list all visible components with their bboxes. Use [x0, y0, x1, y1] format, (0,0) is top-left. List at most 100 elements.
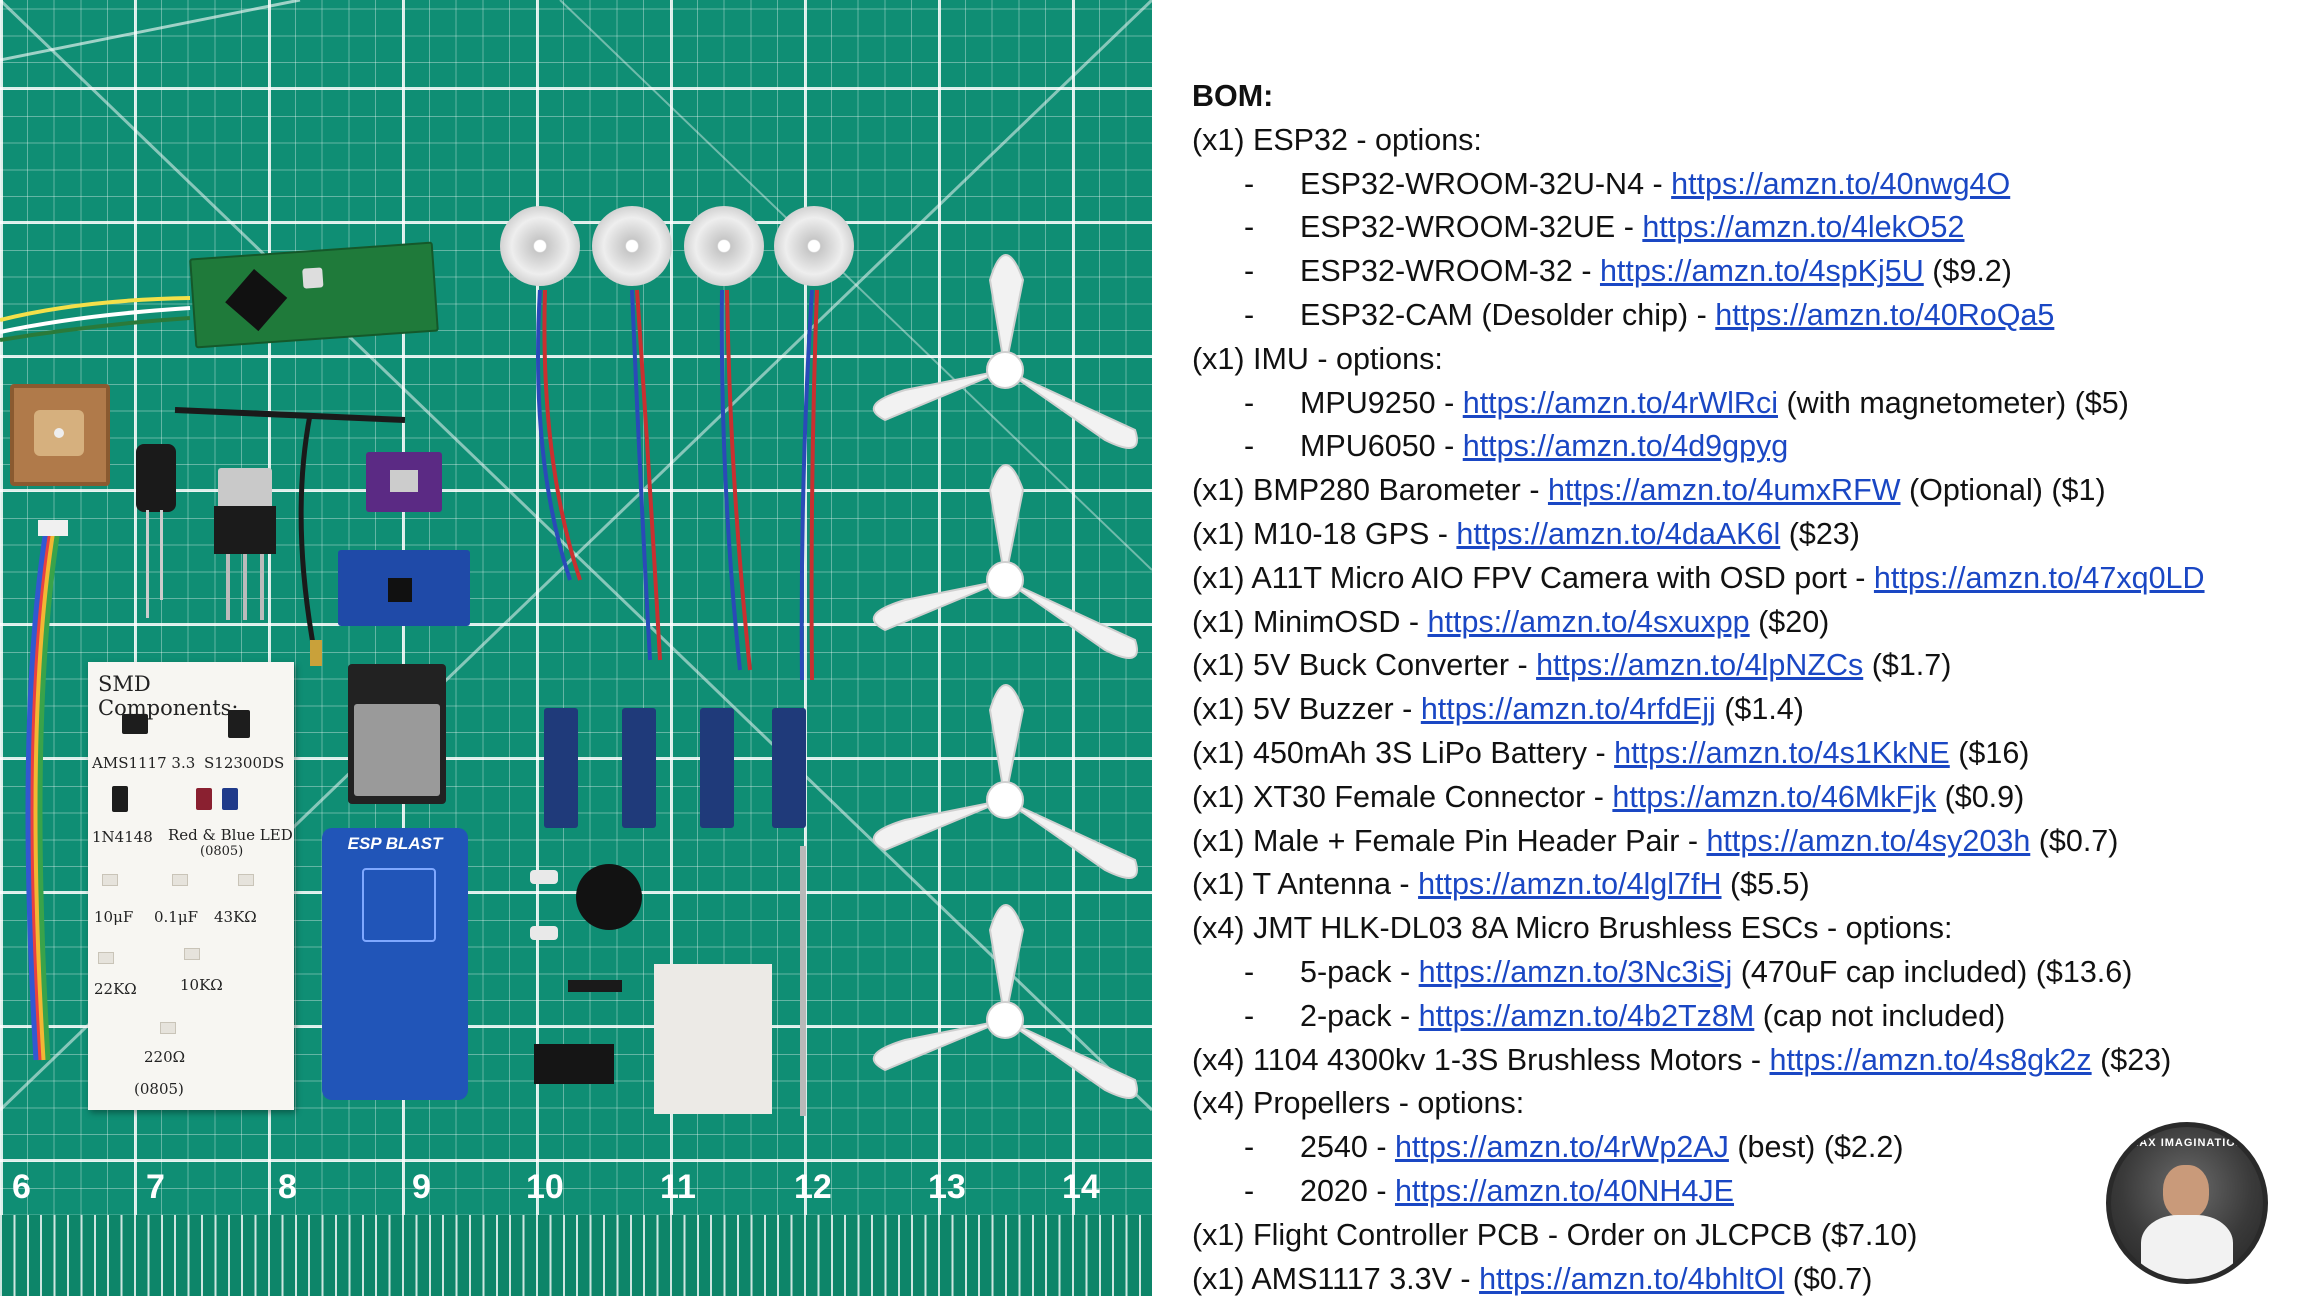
esc-board [772, 708, 806, 828]
bom-item-text: (x1) Male + Female Pin Header Pair - [1192, 824, 1707, 858]
minimosd-board [189, 241, 439, 349]
bom-item-link[interactable]: https://amzn.to/4b2Tz8M [1418, 999, 1755, 1033]
capacitor-lead [160, 510, 163, 600]
bom-item-link[interactable]: https://amzn.to/40RoQa5 [1715, 298, 2055, 332]
diode-chip [228, 710, 250, 738]
bom-item: (x1) IMU - options: [1192, 341, 1443, 377]
parts-photo: ESP BLAST [0, 0, 1152, 1296]
regulator-lead [243, 554, 247, 620]
capacitor-chip [172, 874, 188, 886]
regulator-lead [226, 554, 230, 620]
bom-item-text: ESP32-WROOM-32U-N4 - [1300, 167, 1672, 201]
bom-item: (x1) ESP32 - options: [1192, 122, 1482, 158]
foam-pad [654, 964, 772, 1114]
bom-item-link[interactable]: https://amzn.to/4lekO52 [1642, 210, 1965, 244]
bom-item: (x1) 450mAh 3S LiPo Battery - https://am… [1192, 735, 2029, 771]
bom-item: (x1) Male + Female Pin Header Pair - htt… [1192, 823, 2118, 859]
bom-title: BOM: [1192, 79, 1274, 113]
rainbow-cable [25, 520, 68, 1061]
bom-item-link[interactable]: https://amzn.to/3Nc3iSj [1418, 955, 1733, 989]
bom-item: (x1) 5V Buck Converter - https://amzn.to… [1192, 647, 1951, 683]
bom-item-text: (x1) AMS1117 3.3V - [1192, 1262, 1480, 1296]
bom-item-text: (x1) T Antenna - [1192, 867, 1419, 901]
smd-label: (0805) [134, 1080, 184, 1098]
bom-item-link[interactable]: https://amzn.to/4rWlRci [1462, 386, 1778, 420]
bullet-dash: - [1244, 429, 1255, 463]
bom-item-link[interactable]: https://amzn.to/4sy203h [1706, 824, 2031, 858]
bom-item-price: ($0.9) [1936, 780, 2025, 814]
bom-item-link[interactable]: https://amzn.to/40nwg4O [1671, 167, 2011, 201]
esc-board [622, 708, 656, 828]
smd-card-title: SMD Components: [98, 672, 239, 720]
bom-item-text: (x4) Propellers - options: [1192, 1086, 1525, 1120]
bom-item-link[interactable]: https://amzn.to/4lgl7fH [1418, 867, 1722, 901]
bom-item-text: ESP32-CAM (Desolder chip) - [1300, 298, 1716, 332]
bom-sub-item: -ESP32-WROOM-32 - https://amzn.to/4spKj5… [1244, 253, 2012, 289]
bom-item-price: (with magnetometer) ($5) [1777, 386, 2129, 420]
bom-sub-item: - MPU6050 - https://amzn.to/4d9gpyg [1244, 428, 1788, 464]
bom-item: (x1) T Antenna - https://amzn.to/4lgl7fH… [1192, 866, 1810, 902]
bom-sub-item: -2020 - https://amzn.to/40NH4JE [1244, 1173, 1734, 1209]
esp-blast-label: ESP BLAST [347, 834, 443, 853]
bom-item-text: MPU6050 - [1300, 429, 1463, 463]
bom-item: (x4) Propellers - options: [1192, 1085, 1524, 1121]
bom-item-link[interactable]: https://amzn.to/47xq0LD [1873, 561, 2205, 595]
bom-item-text: (x1) Flight Controller PCB - Order on JL… [1192, 1218, 1918, 1252]
ruler-number: 6 [12, 1168, 31, 1206]
bom-item-text: (x1) M10-18 GPS - [1192, 517, 1457, 551]
bom-item-link[interactable]: https://amzn.to/4lpNZCs [1536, 648, 1864, 682]
bom-item-link[interactable]: https://amzn.to/4rfdEjj [1420, 692, 1716, 726]
ruler-number: 13 [928, 1168, 966, 1206]
bom-item-link[interactable]: https://amzn.to/4sxuxpp [1427, 605, 1750, 639]
bom-item-link[interactable]: https://amzn.to/4s1KkNE [1614, 736, 1950, 770]
bom-sub-item: -MPU9250 - https://amzn.to/4rWlRci (with… [1244, 385, 2129, 421]
ruler-number: 11 [660, 1168, 696, 1206]
bom-item-text: ESP32-WROOM-32UE - [1300, 210, 1643, 244]
bom-item-text: (x4) JMT HLK-DL03 8A Micro Brushless ESC… [1192, 911, 1953, 945]
smd-label: 1N4148 [92, 828, 153, 846]
gps-module [10, 384, 110, 486]
electrolytic-capacitor [136, 444, 176, 512]
esp32-module [348, 664, 446, 804]
bom-item-link[interactable]: https://amzn.to/4daAK6l [1456, 517, 1781, 551]
bullet-dash: - [1244, 999, 1255, 1033]
bom-item-link[interactable]: https://amzn.to/4s8gk2z [1769, 1043, 2092, 1077]
bom-item-link[interactable]: https://amzn.to/40NH4JE [1394, 1174, 1735, 1208]
t-antenna [174, 407, 406, 666]
ruler-number: 14 [1062, 1168, 1100, 1206]
bom-item-text: (x1) 5V Buzzer - [1192, 692, 1421, 726]
bom-item-link[interactable]: https://amzn.to/4umxRFW [1547, 473, 1901, 507]
bom-item-text: 2-pack - [1300, 999, 1419, 1033]
smd-components-card: SMD Components: AMS1117 3.3 S12300DS 1N4… [88, 662, 294, 1110]
bom-item-link[interactable]: https://amzn.to/4spKj5U [1599, 254, 1924, 288]
bom-item: (x1) MinimOSD - https://amzn.to/4sxuxpp … [1192, 604, 1829, 640]
bullet-dash: - [1244, 298, 1255, 332]
bom-item-text: (x1) 5V Buck Converter - [1192, 648, 1537, 682]
bom-item-text: (x1) A11T Micro AIO FPV Camera with OSD … [1192, 561, 1874, 595]
resistor-chip [184, 948, 200, 960]
esp-blast-board: ESP BLAST [322, 828, 468, 1100]
bom-sub-item: -2-pack - https://amzn.to/4b2Tz8M (cap n… [1244, 998, 2005, 1034]
bom-item-link[interactable]: https://amzn.to/4d9gpyg [1462, 429, 1789, 463]
bom-item-text: (x1) 450mAh 3S LiPo Battery - [1192, 736, 1615, 770]
smd-label: AMS1117 3.3 [92, 754, 196, 772]
bom-item-link[interactable]: https://amzn.to/4bhltOl [1479, 1262, 1785, 1296]
resistor-chip [160, 1022, 176, 1034]
ruler-number: 7 [146, 1168, 165, 1206]
smd-label: 0.1μF [154, 908, 199, 926]
smd-label: 43KΩ [214, 908, 257, 926]
motor-wires [536, 289, 819, 680]
bom-item-link[interactable]: https://amzn.to/4rWp2AJ [1394, 1130, 1729, 1164]
bom-item-price: ($23) [2091, 1043, 2172, 1077]
bom-item-price: ($20) [1749, 605, 1830, 639]
bom-sub-item: -2540 - https://amzn.to/4rWp2AJ (best) (… [1244, 1129, 1904, 1165]
ruler-number: 8 [278, 1168, 297, 1206]
bom-item-price: (470uF cap included) ($13.6) [1732, 955, 2133, 989]
bom-item-price: ($0.7) [2030, 824, 2119, 858]
propellers [872, 254, 1138, 1099]
bom-item-text: ESP32-WROOM-32 - [1300, 254, 1600, 288]
bom-sub-item: -ESP32-WROOM-32UE - https://amzn.to/4lek… [1244, 209, 1964, 245]
bom-item-link[interactable]: https://amzn.to/46MkFjk [1612, 780, 1937, 814]
smd-label: S12300DS [204, 754, 285, 772]
smd-label: 10KΩ [180, 976, 223, 994]
